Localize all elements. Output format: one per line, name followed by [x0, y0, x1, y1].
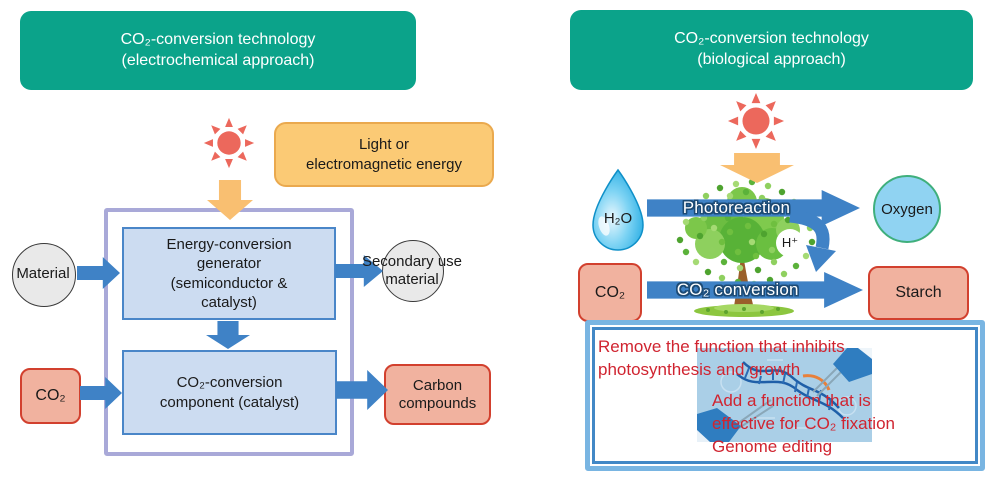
sun-icon-right — [727, 92, 785, 150]
genome-note-remove: Remove the function that inhibits photos… — [598, 336, 898, 382]
dna-editing-illustration — [697, 348, 872, 442]
generator-line1: Energy-conversion — [166, 235, 292, 253]
light-energy-label: Light or electromagnetic energy — [274, 122, 494, 187]
genome-note-editing: Genome editing — [712, 437, 833, 456]
note2-line1: Add a function that is — [712, 391, 871, 410]
converter-box: CO₂-conversion component (catalyst) — [122, 350, 337, 435]
left-header-line1: CO₂-conversion technology — [120, 30, 316, 48]
converter-line2: component (catalyst) — [159, 393, 300, 411]
co2-source-box: CO₂ — [578, 263, 642, 322]
photoreaction-arrow-label-wrap: Photoreaction — [647, 190, 860, 226]
right-approach-header: CO₂-conversion technology (biological ap… — [570, 10, 973, 90]
h-plus-curved-arrow-icon — [768, 210, 843, 275]
carbon-compounds-box: Carbon compounds — [384, 364, 491, 425]
secondary-line2: material — [385, 271, 439, 288]
secondary-material-label: Secondary use material — [352, 253, 472, 289]
generator-box: Energy-conversion generator (semiconduct… — [122, 227, 336, 320]
water-drop-icon — [587, 168, 649, 253]
right-header-line1: CO₂-conversion technology — [674, 30, 869, 48]
material-label: Material — [16, 265, 70, 282]
light-energy-line1: Light or — [358, 136, 410, 153]
note1-line2: photosynthesis and growth — [598, 359, 801, 379]
starch-box: Starch — [868, 266, 969, 320]
carbon-line2: compounds — [398, 394, 477, 412]
h-plus-badge: H⁺ — [776, 229, 804, 257]
left-header-line2: (electrochemical approach) — [121, 51, 315, 69]
light-energy-line2: electromagnetic energy — [306, 155, 462, 173]
co2-input-box: CO₂ — [20, 368, 81, 424]
note2-line2: effective for CO₂ fixation — [712, 413, 895, 433]
co2-conversion-label: CO₂ conversion — [676, 280, 799, 299]
genome-note-add: Add a function that is effective for CO₂… — [712, 390, 962, 436]
generator-line2: generator — [196, 255, 262, 272]
secondary-material-circle — [382, 240, 444, 302]
generator-line4: catalyst) — [201, 294, 257, 311]
co2-conversion-arrow-label-wrap: CO₂ conversion — [647, 272, 863, 308]
note1-line1: Remove the function that inhibits — [598, 337, 845, 356]
carbon-line1: Carbon — [412, 376, 463, 394]
photoreaction-label: Photoreaction — [682, 198, 791, 217]
material-circle — [12, 243, 76, 307]
right-header-line2: (biological approach) — [697, 51, 846, 68]
secondary-line1: Secondary use — [361, 253, 463, 270]
sun-icon — [203, 117, 255, 169]
left-approach-header: CO₂-conversion technology (electrochemic… — [20, 11, 416, 90]
h2o-label: H₂O — [603, 210, 633, 227]
oxygen-circle: Oxygen — [873, 175, 941, 243]
converter-line1: CO₂-conversion — [176, 374, 283, 391]
generator-line3: (semiconductor & — [170, 274, 288, 292]
